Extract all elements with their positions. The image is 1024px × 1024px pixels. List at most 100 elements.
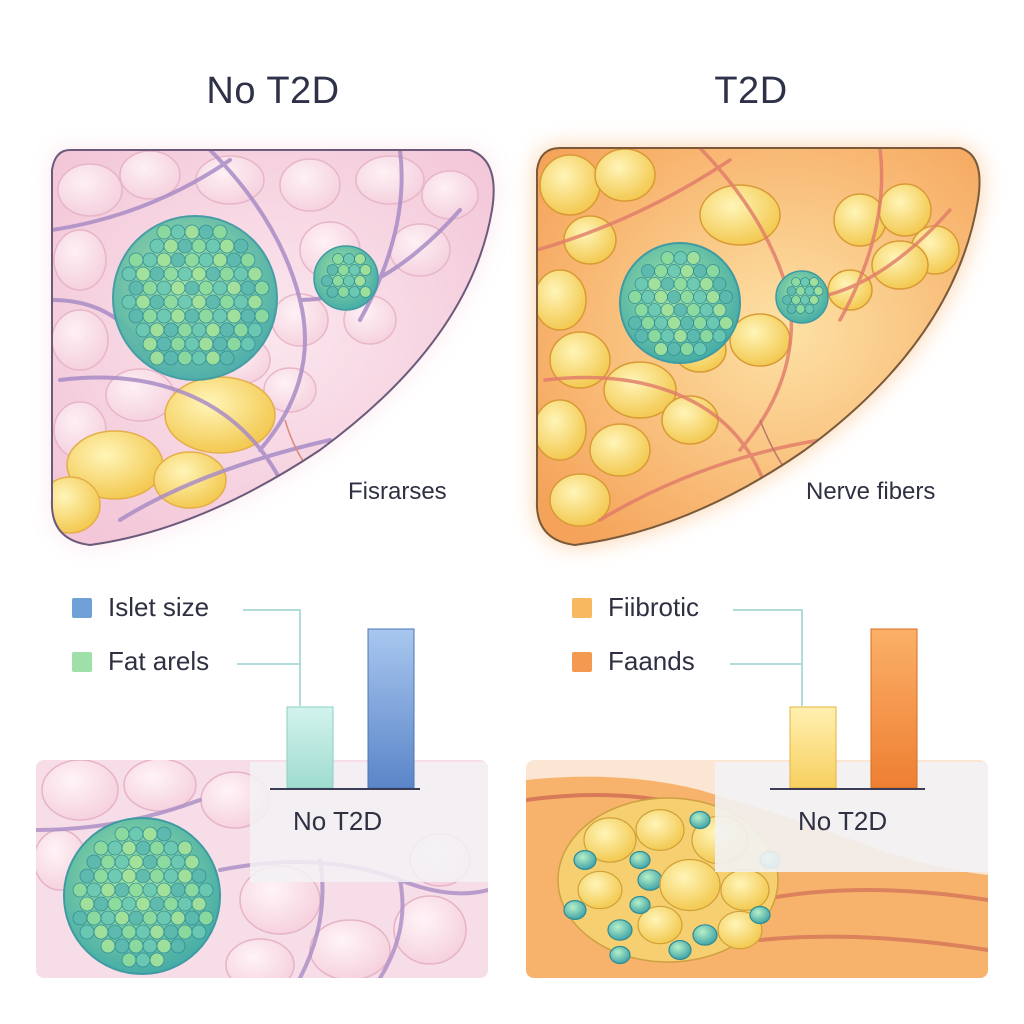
- islet-cell: [79, 896, 95, 912]
- legend-leader-lines-left: [237, 609, 301, 706]
- islet-cell: [660, 303, 675, 317]
- islet-cell: [184, 308, 200, 324]
- islet-cell: [719, 316, 733, 330]
- islet-cell: [628, 290, 642, 304]
- islet-cell: [337, 264, 350, 276]
- islet-cell: [693, 264, 707, 278]
- islet-cell: [686, 277, 701, 291]
- islet-cell: [121, 266, 137, 282]
- islet-cell: [660, 277, 675, 291]
- islet-cell: [212, 336, 228, 352]
- islet-cell: [712, 329, 727, 343]
- islet-cell: [809, 277, 819, 287]
- islet-cell: [114, 882, 130, 898]
- islet-cell: [163, 350, 179, 366]
- islet-cell: [680, 316, 694, 330]
- islet-cell: [86, 910, 102, 926]
- islet-cell: [332, 253, 344, 265]
- islet-cell: [107, 896, 123, 912]
- islet-cell: [706, 264, 720, 278]
- legend-leader-lines-right: [730, 609, 803, 706]
- islet-cell: [786, 304, 797, 314]
- islet-cell: [354, 275, 366, 287]
- islet-cell: [647, 329, 662, 343]
- legend-swatch: [72, 651, 92, 672]
- legend-label: Fat arels: [108, 646, 210, 676]
- islet-cell: [149, 322, 165, 338]
- islet-cell: [191, 322, 207, 338]
- t2d-tissue-panel: [535, 147, 981, 547]
- islet-cell: [163, 840, 179, 856]
- islet-cell: [321, 275, 333, 287]
- islet-cell: [72, 910, 88, 926]
- islet-cell: [121, 896, 137, 912]
- islet-cell: [563, 900, 587, 920]
- islet-cell: [114, 910, 130, 926]
- islet-cell: [673, 251, 688, 265]
- islet-cell: [177, 924, 193, 940]
- islet-cell: [641, 316, 655, 330]
- islet-cell: [128, 308, 144, 324]
- islet-cell: [573, 850, 597, 870]
- islet-cell: [170, 280, 186, 296]
- islet-cell: [177, 266, 193, 282]
- islet-cell: [114, 854, 130, 870]
- islet-cell: [142, 910, 158, 926]
- islet-cell: [660, 329, 675, 343]
- islet-cell: [191, 294, 207, 310]
- legend-item-fat-areas: Fat arels: [72, 646, 209, 677]
- islet-cell: [641, 290, 655, 304]
- islet-cell: [359, 264, 372, 276]
- islet-cell: [719, 290, 733, 304]
- islet-cell: [686, 329, 701, 343]
- legend-swatch: [72, 597, 92, 618]
- islet-cell: [607, 919, 633, 941]
- islet-cell: [673, 303, 688, 317]
- islet-cell: [170, 224, 186, 240]
- islet-cell: [240, 252, 256, 268]
- islet-cell: [654, 316, 668, 330]
- bar-islet-size: [286, 706, 334, 789]
- islet-cell: [149, 238, 165, 254]
- islet-cell: [795, 304, 806, 314]
- islet-cell: [121, 924, 137, 940]
- islet-cell: [667, 264, 681, 278]
- islet-cell: [326, 264, 339, 276]
- islet-cell: [247, 266, 263, 282]
- islet-cell: [699, 329, 714, 343]
- islet-cell: [149, 266, 165, 282]
- islet-cell: [226, 336, 242, 352]
- islet-cell: [198, 336, 214, 352]
- islet-cell: [240, 308, 256, 324]
- fat-cell: [659, 858, 721, 912]
- islet-cell: [156, 308, 172, 324]
- islet-cell: [680, 264, 694, 278]
- islet-cell: [660, 251, 675, 265]
- islet-cell: [177, 896, 193, 912]
- islet-cell: [795, 286, 806, 296]
- islet-cell: [191, 868, 207, 884]
- islet-cell: [641, 264, 655, 278]
- islet-cell: [348, 286, 361, 298]
- islet-cell: [163, 238, 179, 254]
- islet-cell: [163, 266, 179, 282]
- islet-cell: [226, 280, 242, 296]
- islet-cell: [191, 266, 207, 282]
- islet-cell: [198, 224, 214, 240]
- islet-cell: [699, 277, 714, 291]
- islet-cell: [135, 322, 151, 338]
- islet-cell: [79, 868, 95, 884]
- islet-cell: [359, 286, 372, 298]
- islet-cell: [804, 304, 815, 314]
- fat-cell: [635, 808, 685, 851]
- bar-chart-left: [270, 628, 420, 790]
- islet-cell: [184, 224, 200, 240]
- fat-cell: [637, 905, 683, 945]
- islet-cell: [212, 224, 228, 240]
- callout-label-left: Fisrarses: [348, 478, 447, 505]
- islet-cell: [170, 882, 186, 898]
- islet-cell: [93, 896, 109, 912]
- bar-bands: [870, 628, 918, 789]
- islet-cell: [254, 308, 270, 324]
- islet-cell: [198, 308, 214, 324]
